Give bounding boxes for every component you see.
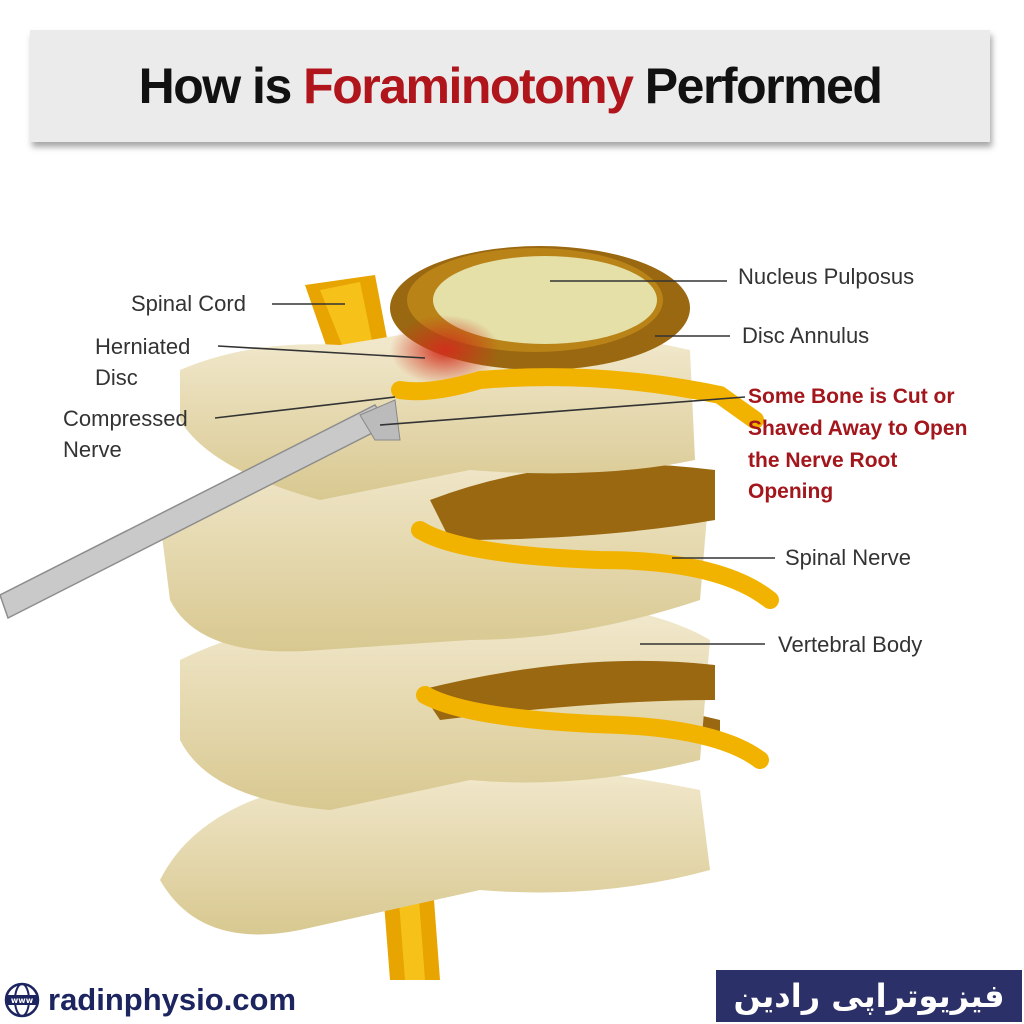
website-link[interactable]: www radinphysio.com bbox=[4, 982, 296, 1018]
brand-name: فیزیوتراپی رادین bbox=[733, 977, 1005, 1015]
label-herniated-disc-line2: Disc bbox=[95, 365, 138, 390]
label-spinal-cord: Spinal Cord bbox=[131, 291, 246, 316]
title-prefix: How is bbox=[138, 58, 304, 114]
herniation bbox=[390, 315, 500, 385]
brand-logo: فیزیوتراپی رادین bbox=[716, 970, 1022, 1022]
nucleus-pulposus bbox=[433, 256, 657, 344]
title-highlight: Foraminotomy bbox=[303, 58, 634, 114]
title-suffix: Performed bbox=[632, 58, 883, 114]
label-nucleus-pulposus: Nucleus Pulposus bbox=[738, 264, 915, 289]
label-compressed-nerve-line2: Nerve bbox=[63, 437, 122, 462]
globe-icon-text: www bbox=[11, 996, 34, 1005]
label-disc-annulus: Disc Annulus bbox=[742, 323, 870, 348]
label-herniated-disc-line1: Herniated bbox=[95, 334, 191, 359]
label-spinal-nerve: Spinal Nerve bbox=[785, 545, 911, 570]
globe-icon: www bbox=[4, 982, 40, 1018]
label-bone-cut-line4: Opening bbox=[748, 480, 834, 503]
compressed-nerve bbox=[391, 368, 764, 429]
website-url[interactable]: radinphysio.com bbox=[48, 982, 297, 1017]
leader-lines bbox=[214, 280, 775, 645]
label-bone-cut-line3: the Nerve Root bbox=[748, 449, 898, 472]
label-bone-cut-line1: Some Bone is Cut or bbox=[748, 385, 955, 408]
label-vertebral-body: Vertebral Body bbox=[778, 632, 923, 657]
spinal-nerve bbox=[411, 521, 779, 609]
title-banner: How is Foraminotomy Performed bbox=[30, 30, 990, 142]
page-title: How is Foraminotomy Performed bbox=[138, 57, 883, 115]
spinal-nerve-lower bbox=[416, 686, 769, 769]
label-bone-cut-line2: Shaved Away to Open bbox=[748, 417, 968, 440]
label-compressed-nerve-line1: Compressed bbox=[63, 406, 188, 431]
